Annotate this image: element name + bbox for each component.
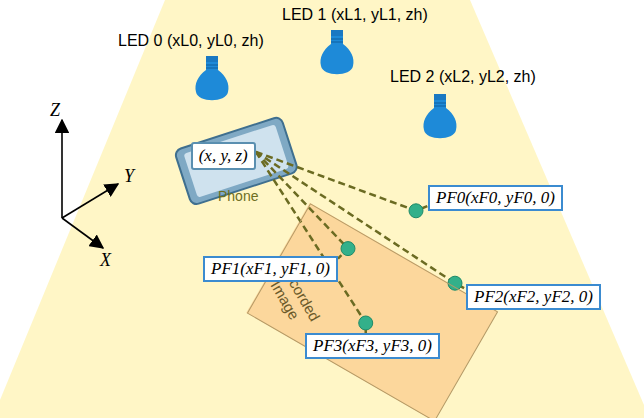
pf-node: PF3(xF3, yF3, 0) — [305, 333, 440, 359]
feature-point — [448, 276, 462, 290]
bulb-glass — [195, 62, 228, 100]
phone-label: Phone — [218, 188, 258, 204]
dashed-ray — [256, 152, 428, 211]
bulb-socket — [434, 94, 446, 101]
led-label: LED 2 (xL2, yL2, zh) — [390, 68, 536, 86]
point-label: PF0(xF0, yF0, 0) — [436, 188, 555, 208]
led-node: LED 1 (xL1, yL1, zh) — [282, 6, 428, 24]
feature-point — [359, 316, 373, 330]
bulb-thread — [331, 39, 343, 40]
led-label: LED 0 (xL0, yL0, zh) — [118, 32, 264, 50]
feature-point — [409, 204, 423, 218]
bulb-glass — [423, 100, 456, 138]
point-label: PF1(xF1, yF1, 0) — [211, 259, 330, 279]
bulb-socket — [206, 56, 218, 63]
bulb-thread — [206, 68, 218, 69]
bulb-thread — [434, 103, 446, 104]
z-axis — [61, 120, 63, 218]
y-axis — [62, 184, 118, 218]
recorded-image-fill — [246, 203, 497, 418]
axis-label: X — [100, 250, 111, 271]
bulb-thread — [331, 42, 343, 43]
dashed-ray — [256, 152, 348, 259]
point-label: PF3(xF3, yF3, 0) — [313, 336, 432, 356]
axis-label: Y — [124, 166, 134, 187]
led-bulb — [192, 56, 232, 106]
pf-node: PF1(xF1, yF1, 0) — [203, 256, 338, 282]
led-node: LED 0 (xL0, yL0, zh) — [118, 32, 264, 50]
phone-screen — [184, 124, 290, 197]
bulb-thread — [206, 65, 218, 66]
led-bulb — [420, 94, 460, 144]
bulb-socket — [331, 30, 343, 37]
pf-node: PF2(xF2, yF2, 0) — [466, 284, 601, 310]
led-node: LED 2 (xL2, yL2, zh) — [390, 68, 536, 86]
feature-point — [341, 242, 355, 256]
led-label: LED 1 (xL1, yL1, zh) — [282, 6, 428, 24]
pf-node: PF0(xF0, yF0, 0) — [428, 185, 563, 211]
point-label: PF2(xF2, yF2, 0) — [474, 287, 593, 307]
bulb-glass — [320, 36, 353, 74]
axis-label: Z — [50, 100, 60, 121]
x-axis — [62, 218, 103, 248]
bulb-thread — [434, 106, 446, 107]
phone-coordinates: (x, y, z) — [191, 142, 256, 170]
led-bulb — [317, 30, 357, 80]
phone-node: (x, y, z) Phone — [188, 142, 258, 204]
